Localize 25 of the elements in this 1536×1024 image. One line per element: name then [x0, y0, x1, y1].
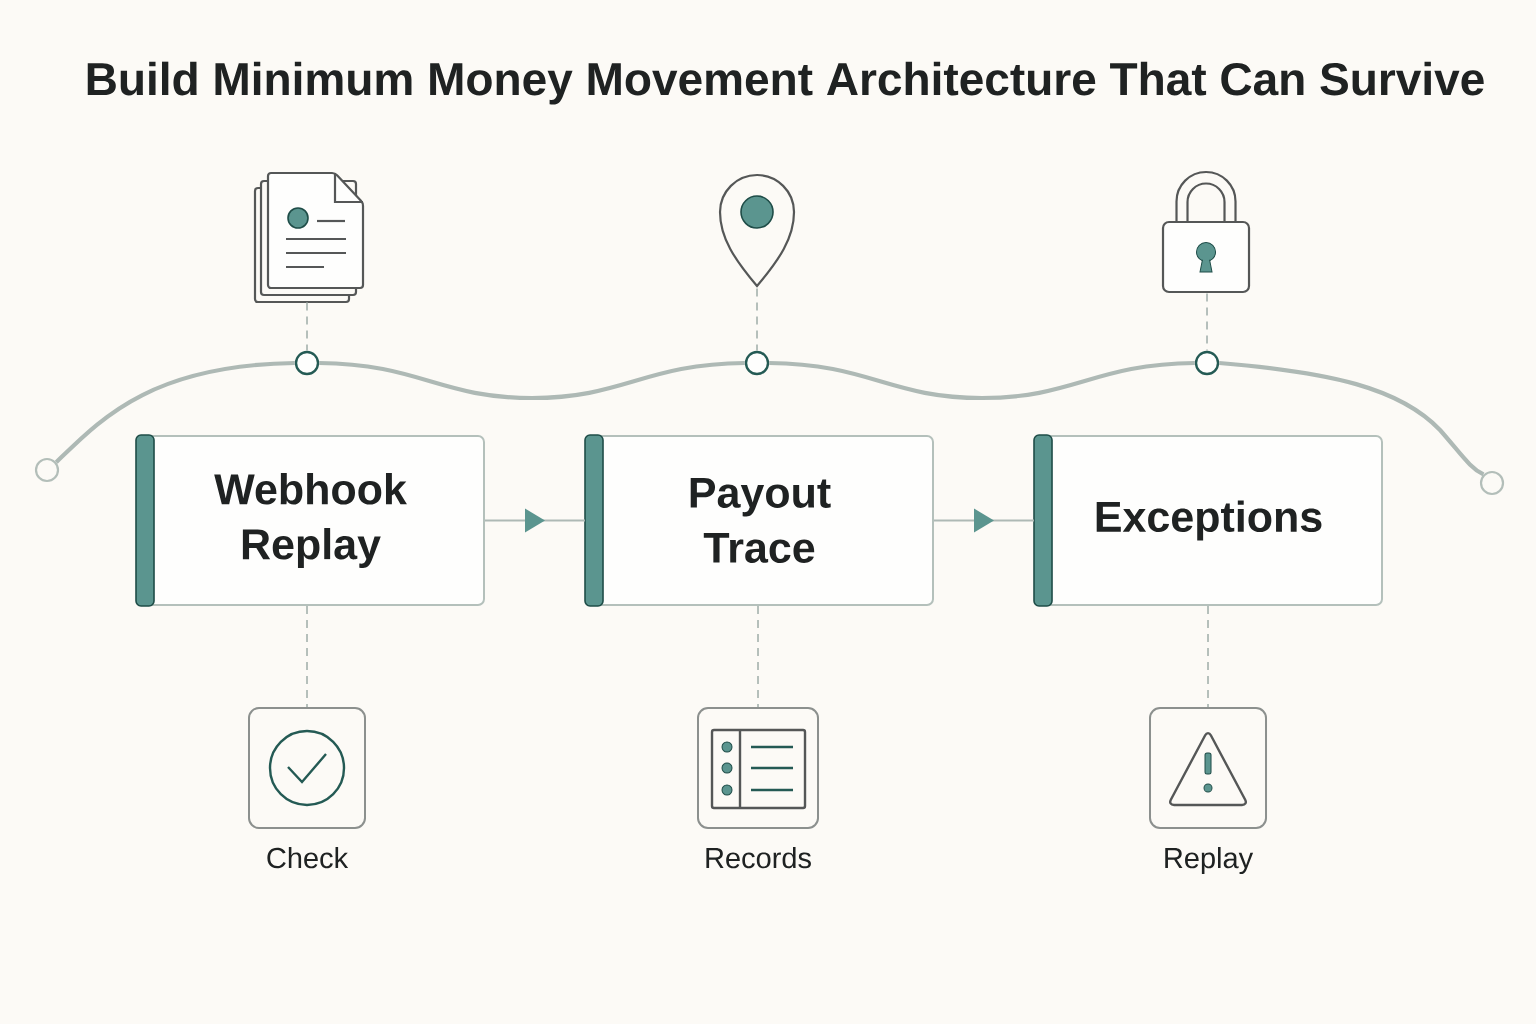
dashed-line: [756, 287, 758, 352]
title: Build Minimum Money Movement Architecture That Can Survive: [87, 61, 1484, 105]
arrow: [933, 508, 1035, 533]
curved-line: [54, 360, 295, 464]
tile-caption: Check: [267, 847, 349, 869]
timeline-marker: [1194, 350, 1220, 376]
dashed-line: [1206, 292, 1208, 352]
dashed-line: [1207, 605, 1209, 708]
dashed-line: [306, 605, 308, 708]
document-icon: [253, 171, 365, 304]
timeline-marker: [294, 350, 320, 376]
curved-line: [1219, 360, 1485, 477]
dashed-line: [757, 605, 759, 708]
tile-caption: Replay: [1165, 847, 1254, 875]
tile-caption: Records: [706, 847, 811, 869]
curved-line: [319, 360, 745, 401]
curved-line: [769, 360, 1195, 401]
padlock-icon: [1161, 170, 1251, 294]
location-pin-icon: [718, 173, 796, 288]
process-box: Payout Trace: [584, 434, 934, 607]
dashed-line: [306, 301, 308, 352]
timeline-marker: [744, 350, 770, 376]
process-box: Webhook Replay: [135, 434, 485, 607]
arrow: [484, 508, 586, 533]
process-box: Exceptions: [1033, 434, 1383, 607]
